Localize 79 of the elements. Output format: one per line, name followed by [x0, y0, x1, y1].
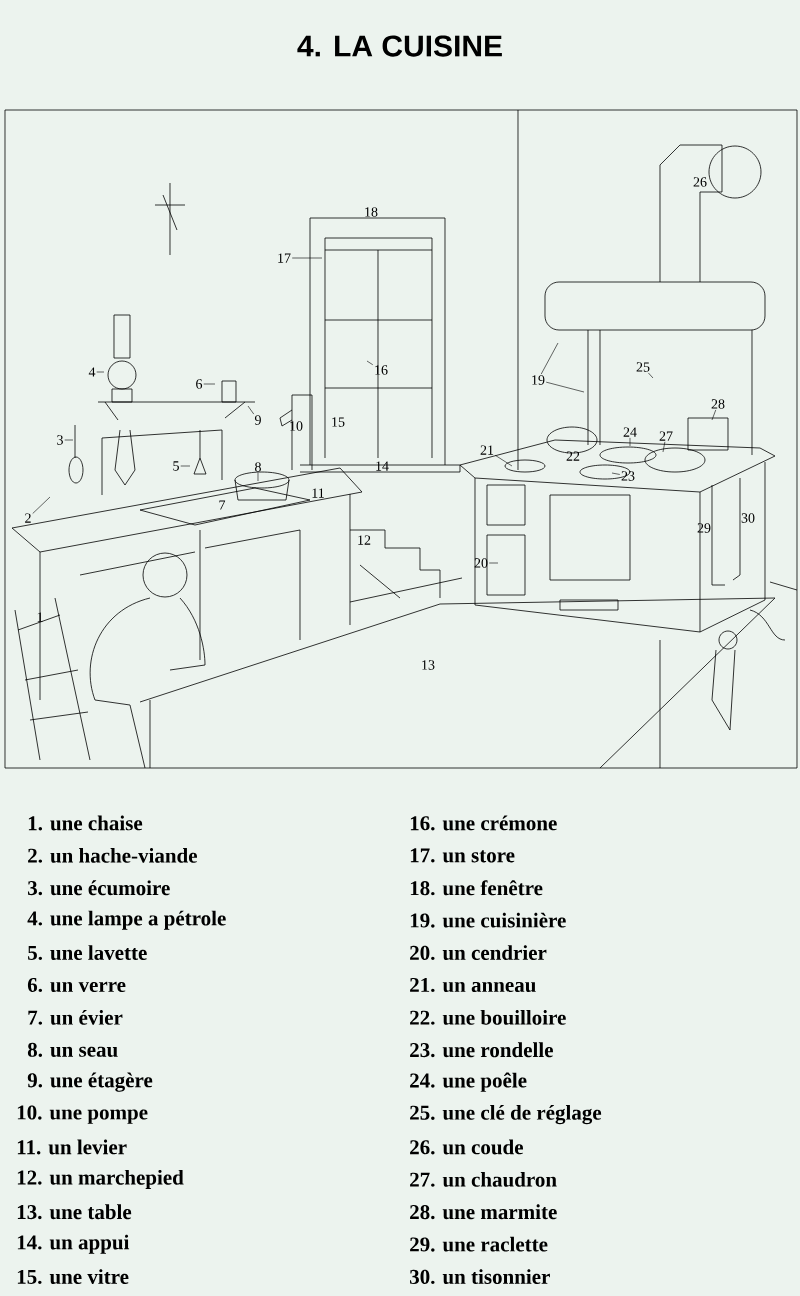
callout-number: 17 — [278, 253, 291, 263]
list-item: 11. un levier — [17, 1139, 127, 1155]
callout-number: 3 — [57, 435, 63, 445]
callout-number: 22 — [566, 451, 580, 461]
leader-line — [711, 409, 717, 421]
callout-number: 21 — [480, 445, 494, 455]
leader-line — [32, 496, 51, 514]
callout-number: 7 — [219, 500, 226, 510]
callout-number: 1 — [37, 612, 43, 622]
callout-number: 30 — [741, 513, 755, 523]
list-item: 10. une pompe — [17, 1105, 148, 1124]
list-item: 21. un anneau — [410, 977, 536, 993]
list-item: 29. une raclette — [410, 1236, 548, 1252]
list-item: 25. une clé de réglage — [410, 1105, 602, 1125]
leader-line — [291, 257, 323, 259]
callout-number: 23 — [621, 471, 635, 481]
callout-number: 12 — [358, 535, 371, 545]
leader-line — [366, 360, 374, 366]
list-item: 2. un hache-viande — [28, 847, 197, 863]
title: 4. LA CUISINE — [297, 35, 502, 57]
list-item: 15. une vitre — [17, 1269, 129, 1285]
list-item: 23. une rondelle — [410, 1042, 553, 1058]
list-item: 14. un appui — [17, 1234, 130, 1254]
leader-line — [611, 472, 621, 475]
callout-number: 14 — [376, 461, 389, 471]
list-item: 9. une étagère — [27, 1072, 153, 1092]
callout-number: 9 — [254, 415, 261, 425]
leader-line — [257, 472, 259, 482]
list-item: 12. un marchepied — [17, 1169, 184, 1189]
leader-line — [648, 372, 654, 379]
callout-number: 29 — [697, 523, 711, 533]
list-item: 17. un store — [410, 848, 515, 863]
callout-number: 24 — [623, 427, 637, 437]
callout-number: 27 — [659, 431, 673, 441]
list-item: 6. un verre — [27, 977, 126, 993]
list-item: 20. un cendrier — [410, 945, 547, 961]
list-item: 8. un seau — [27, 1042, 118, 1057]
list-item: 26. un coude — [410, 1139, 523, 1155]
list-item: 30. un tisonnier — [410, 1269, 550, 1285]
leader-line — [488, 562, 499, 564]
callout-number: 4 — [88, 367, 96, 377]
callout-number: 28 — [711, 399, 725, 409]
callout-number: 10 — [290, 421, 303, 431]
callout-number: 8 — [255, 462, 261, 472]
list-item: 3. une écumoire — [28, 880, 170, 896]
leader-line — [540, 342, 559, 375]
callout-number: 5 — [173, 461, 179, 471]
leader-line — [629, 437, 631, 447]
leader-line — [247, 405, 255, 415]
list-item: 28. une marmite — [410, 1204, 557, 1220]
list-item: 7. un évier — [28, 1009, 123, 1025]
leader-line — [545, 381, 585, 393]
callout-number: 15 — [332, 417, 345, 427]
leader-line — [203, 383, 216, 385]
callout-number: 26 — [693, 177, 707, 187]
callout-number: 13 — [422, 660, 435, 670]
callout-number: 20 — [474, 558, 488, 568]
list-item: 22. une bouilloire — [410, 1009, 566, 1025]
list-item: 18. une fenêtre — [410, 880, 543, 896]
callout-number: 19 — [532, 375, 545, 385]
callout-number: 16 — [375, 365, 388, 375]
list-item: 27. un chaudron — [410, 1171, 557, 1187]
callout-number: 2 — [25, 513, 31, 523]
leader-line — [494, 454, 513, 467]
callout-number: 11 — [312, 488, 324, 498]
list-item: 13. une table — [17, 1204, 132, 1220]
callout-number: 25 — [636, 362, 650, 372]
list-item: 5. une lavette — [28, 945, 147, 961]
callout-number: 18 — [365, 207, 378, 217]
leader-line — [64, 439, 74, 441]
leader-line — [662, 441, 666, 453]
callout-number: 6 — [196, 379, 203, 389]
list-item: 19. une cuisinière — [410, 912, 566, 928]
list-item: 1. une chaise — [28, 815, 143, 831]
list-item: 16. une crémone — [410, 815, 557, 831]
list-item: 4. une lampe a pétrole — [27, 910, 226, 930]
leader-line — [96, 371, 105, 373]
leader-line — [180, 465, 191, 467]
list-item: 24. une poêle — [410, 1072, 527, 1092]
